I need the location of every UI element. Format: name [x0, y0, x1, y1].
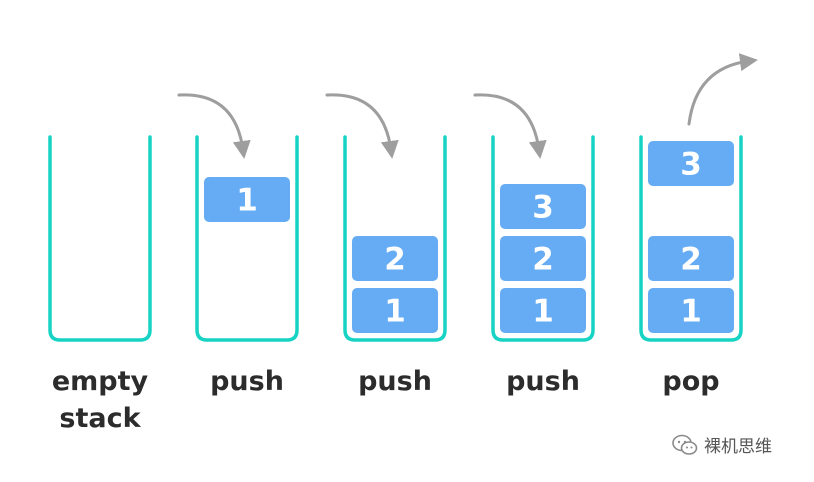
stack-1: empty stack [48, 135, 152, 434]
stack-block: 1 [500, 288, 586, 333]
stack-container [343, 135, 447, 342]
stack-caption: stack [59, 403, 141, 434]
stack-block: 1 [204, 177, 290, 222]
stack-block: 2 [648, 236, 734, 281]
stack-2: 1 push [177, 93, 299, 397]
stack-block-rect [352, 236, 438, 281]
stack-block-label: 1 [236, 183, 258, 219]
stack-block-rect [500, 236, 586, 281]
push-arrow [473, 93, 547, 159]
wechat-icon [672, 434, 698, 456]
stack-block-rect [204, 177, 290, 222]
stack-block-label: 1 [384, 294, 406, 330]
stack-block-label: 1 [532, 294, 554, 330]
stack-block-label: 2 [532, 242, 554, 278]
watermark-text: 裸机思维 [704, 437, 772, 457]
pop-arrow [687, 53, 758, 126]
stack-container [48, 135, 152, 342]
stack-4: 1 2 3 push [473, 93, 595, 397]
stack-block-rect [500, 184, 586, 229]
stack-block: 2 [352, 236, 438, 281]
stack-block: 1 [352, 288, 438, 333]
stack-block-label: 2 [384, 242, 406, 278]
stack-block-label: 3 [532, 190, 554, 226]
stack-block-rect [352, 288, 438, 333]
stack-block-rect [500, 288, 586, 333]
stack-block-label: 3 [680, 147, 702, 183]
stack-container [639, 135, 743, 342]
stack-container [491, 135, 595, 342]
stack-3: 1 2 push [325, 93, 447, 397]
push-arrow [177, 93, 251, 159]
stack-block-rect [648, 288, 734, 333]
stack-block-label: 1 [680, 294, 702, 330]
stack-block-label: 2 [680, 242, 702, 278]
watermark: 裸机思维 [672, 432, 772, 457]
stack-block: 1 [648, 288, 734, 333]
stack-block: 3 [500, 184, 586, 229]
stack-block-rect [648, 236, 734, 281]
stack-caption: push [358, 366, 432, 397]
stack-caption: pop [662, 366, 719, 397]
stack-caption: push [506, 366, 580, 397]
stack-block: 2 [500, 236, 586, 281]
stack-container [195, 135, 299, 342]
stack-block: 3 [648, 141, 734, 186]
stack-block-rect [648, 141, 734, 186]
stack-caption: empty [52, 366, 149, 397]
stack-caption: push [210, 366, 284, 397]
stack-5: 1 2 3 pop [639, 53, 758, 397]
push-arrow [325, 93, 399, 159]
